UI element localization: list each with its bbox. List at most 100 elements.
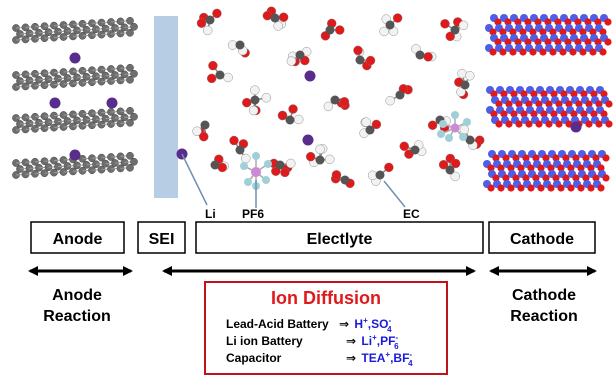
cathode-oxygen-atom <box>537 164 545 172</box>
ec-molecule <box>206 60 233 84</box>
anode-graphite-layers <box>12 16 138 179</box>
cathode-oxygen-atom <box>554 38 562 46</box>
cathode-oxygen-atom <box>507 184 515 192</box>
cathode-oxygen-atom <box>517 184 525 192</box>
cathode-oxygen-atom <box>500 110 508 118</box>
graphite-atom <box>130 22 138 31</box>
cathode-oxygen-atom <box>492 174 500 182</box>
ec-atom <box>438 159 449 170</box>
ec-atom <box>361 117 371 127</box>
cathode-oxygen-atom <box>549 48 557 56</box>
cathode-oxygen-atom <box>579 48 587 56</box>
anion-formula: SO <box>371 317 388 331</box>
cathode-oxygen-atom <box>570 90 578 98</box>
anion-subscript: 4 <box>387 325 392 334</box>
cathode-oxygen-atom <box>549 28 557 36</box>
ec-molecule <box>242 85 272 116</box>
cathode-layer <box>483 150 610 192</box>
svg-text:⇒ Li+,PF-6: ⇒ Li+,PF-6 <box>346 333 399 351</box>
fluorine-atom <box>264 160 272 168</box>
cation-formula: Li <box>361 334 372 348</box>
cathode-oxygen-atom <box>535 100 543 108</box>
fluorine-atom <box>262 176 270 184</box>
ec-atom <box>242 97 252 108</box>
li-ion <box>69 52 81 64</box>
cathode-oxygen-atom <box>537 184 545 192</box>
fluorine-atom <box>240 162 248 170</box>
ec-carbon-atom <box>365 125 375 135</box>
cathode-oxygen-atom <box>589 48 597 56</box>
cathode-oxygen-atom <box>600 110 608 118</box>
svg-text:⇒ TEA+,BF-4: ⇒ TEA+,BF-4 <box>346 350 413 368</box>
cathode-oxygen-atom <box>602 154 610 162</box>
ec-carbon-atom <box>235 40 245 50</box>
cathode-oxygen-atom <box>495 100 503 108</box>
ec-molecule <box>359 117 382 138</box>
phosphorus-atom <box>251 167 261 177</box>
ec-molecule <box>385 84 413 106</box>
cathode-oxygen-atom <box>517 164 525 172</box>
ec-atom <box>459 124 470 135</box>
anode-reaction-line1: Anode <box>52 287 102 304</box>
ion-row-label: Lead-Acid Battery <box>226 317 329 331</box>
cathode-oxygen-atom <box>490 110 498 118</box>
cathode-oxygen-atom <box>550 90 558 98</box>
cathode-oxygen-atom <box>600 90 608 98</box>
cathode-oxygen-atom <box>587 184 595 192</box>
cathode-oxygen-atom <box>584 38 592 46</box>
ec-molecule <box>229 135 251 164</box>
cathode-oxygen-atom <box>522 174 530 182</box>
ec-molecule <box>323 95 350 112</box>
cathode-oxygen-atom <box>487 164 495 172</box>
ec-atom <box>365 55 376 66</box>
cathode-oxygen-atom <box>534 38 542 46</box>
ec-carbon-atom <box>465 135 475 145</box>
ec-atom <box>458 20 469 31</box>
implies-arrow: ⇒ <box>346 351 356 365</box>
cathode-oxygen-atom <box>524 38 532 46</box>
graphite-atom <box>126 106 134 115</box>
ec-atom <box>392 13 403 23</box>
li-label: Li <box>205 207 216 221</box>
cathode-oxygen-atom <box>505 120 513 128</box>
cathode-oxygen-atom <box>499 48 507 56</box>
cathode-oxygen-atom <box>510 110 518 118</box>
cathode-oxygen-atom <box>592 154 600 162</box>
ec-atom <box>250 85 260 95</box>
pf6-label: PF6 <box>242 207 264 221</box>
cathode-oxygen-atom <box>597 184 605 192</box>
ec-molecule <box>227 40 250 58</box>
cathode-oxygen-atom <box>490 90 498 98</box>
cathode-oxygen-atom <box>560 90 568 98</box>
cation-formula: H <box>354 317 363 331</box>
ec-molecule <box>459 124 485 150</box>
ec-carbon-atom <box>270 13 280 23</box>
ec-atom <box>262 10 273 21</box>
cathode-oxygen-atom <box>594 38 602 46</box>
cathode-oxygen-atom <box>502 174 510 182</box>
cathode-oxygen-atom <box>540 90 548 98</box>
ec-atom <box>280 167 290 178</box>
cation-charge: + <box>363 316 368 325</box>
cathode-oxygen-atom <box>557 184 565 192</box>
ec-atom <box>371 119 382 130</box>
li-ions <box>49 52 582 161</box>
cathode-oxygen-atom <box>584 18 592 26</box>
cathode-oxygen-atom <box>487 184 495 192</box>
ec-atom <box>208 60 218 71</box>
cathode-oxygen-atom <box>572 154 580 162</box>
fluorine-atom <box>459 133 467 141</box>
pf6-anion <box>240 152 272 190</box>
cathode-oxygen-atom <box>564 18 572 26</box>
li-ion <box>106 97 118 109</box>
cathode-oxygen-atom <box>560 110 568 118</box>
graphite-atom <box>130 69 138 78</box>
anion-formula: BF <box>393 351 409 365</box>
fluorine-atom <box>463 118 471 126</box>
fluorine-atom <box>244 178 252 186</box>
li-ion <box>302 134 314 146</box>
ec-molecule <box>196 8 222 36</box>
ec-atom <box>456 87 466 97</box>
ec-carbon-atom <box>450 25 460 35</box>
ec-carbon-atom <box>275 160 285 170</box>
